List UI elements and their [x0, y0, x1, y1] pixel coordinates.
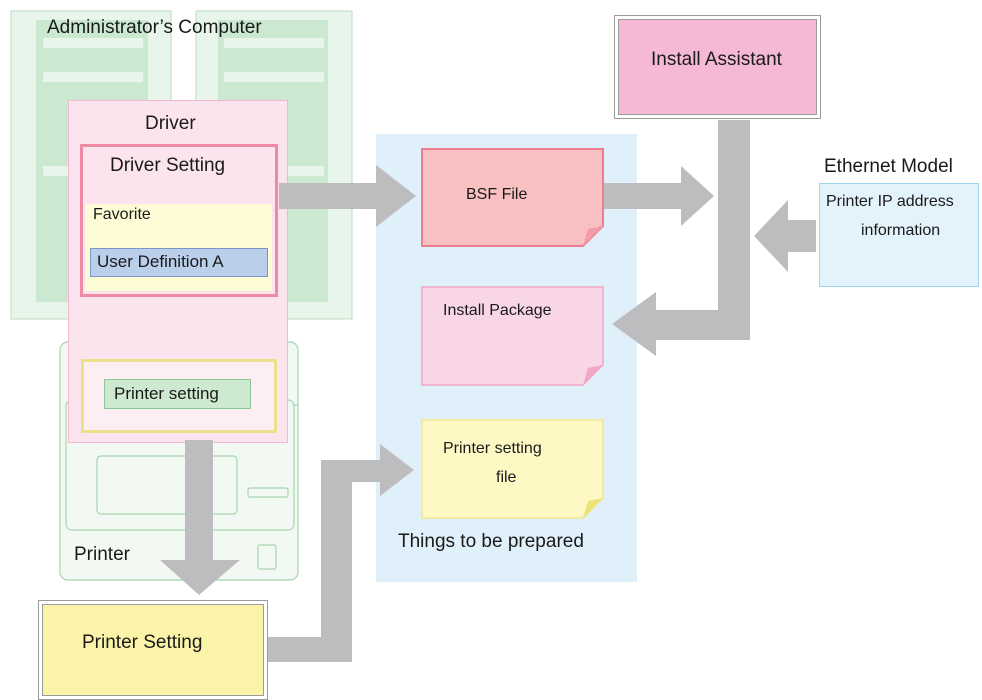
prepared-caption: Things to be prepared	[398, 531, 584, 552]
ethernet-line2: information	[861, 222, 941, 239]
favorite-label: Favorite	[93, 206, 151, 223]
bsf-file-label: BSF File	[466, 186, 528, 203]
printer-setting-box-label: Printer Setting	[82, 632, 203, 653]
user-definition-box	[90, 248, 268, 277]
arrow-assistant-to-package	[612, 120, 750, 356]
driver-printer-setting-label: Printer setting	[114, 384, 219, 403]
user-definition-label: User Definition A	[97, 252, 224, 271]
install-assistant-label: Install Assistant	[651, 49, 782, 70]
driver-setting-frame	[80, 144, 278, 297]
arrow-driver-to-bsf	[279, 165, 416, 227]
ethernet-title: Ethernet Model	[824, 156, 953, 177]
driver-title: Driver	[145, 113, 196, 134]
ethernet-info-box	[819, 183, 979, 287]
install-package-doc	[421, 286, 604, 386]
driver-printer-setting-button	[104, 379, 251, 409]
printer-setting-file-line2: file	[496, 469, 517, 486]
printer-setting-file-doc	[421, 419, 604, 519]
arrow-ethernet-to-assistant	[754, 200, 816, 272]
install-assistant-box	[614, 15, 821, 119]
ethernet-line1: Printer IP address	[826, 193, 954, 210]
driver-setting-title: Driver Setting	[110, 155, 226, 176]
arrow-bsf-to-assistant	[601, 166, 714, 226]
printer-setting-box	[38, 600, 268, 700]
printer-label: Printer	[74, 544, 130, 565]
arrow-driver-to-printer-setting	[160, 440, 240, 595]
printer-setting-file-line1: Printer setting	[443, 440, 542, 457]
admin-computer-label: Administrator’s Computer	[47, 17, 262, 38]
install-package-label: Install Package	[443, 302, 552, 319]
arrow-printer-setting-to-file	[268, 444, 414, 662]
bsf-file-doc	[421, 148, 604, 247]
